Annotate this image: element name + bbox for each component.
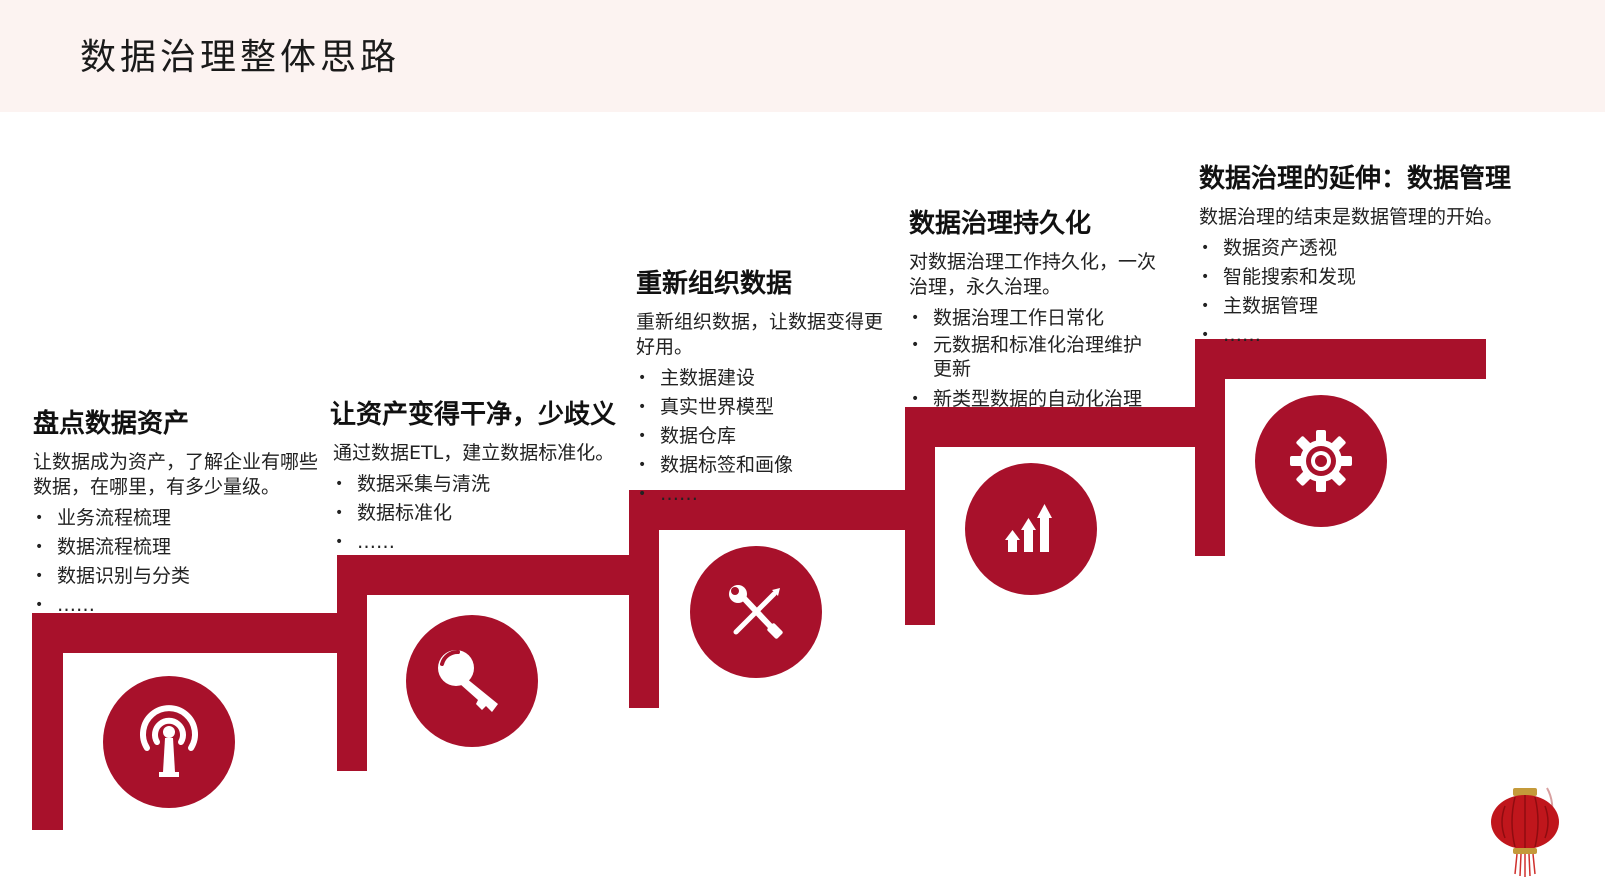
list-item: 数据流程梳理 (33, 533, 323, 562)
step-title: 重新组织数据 (636, 269, 793, 299)
step-2-icon-circle (406, 615, 538, 747)
signal-tower-icon (140, 705, 198, 777)
stair-riser-2 (337, 555, 367, 771)
list-item: 智能搜索和发现 (1199, 263, 1539, 292)
list-item: 主数据建设 (636, 364, 886, 393)
lantern-icon (1491, 787, 1559, 877)
list-item: 数据采集与清洗 (333, 470, 630, 499)
stair-riser-1 (32, 613, 63, 830)
list-item: 数据资产透视 (1199, 234, 1539, 263)
step-4-text: 数据治理持久化 对数据治理工作持久化，一次治理，永久治理。 数据治理工作日常化 … (909, 203, 1159, 414)
list-item: …… (1199, 321, 1539, 350)
step-2-text: 让资产变得干净，少歧义 通过数据ETL，建立数据标准化。 数据采集与清洗 数据标… (330, 394, 630, 557)
step-5-text: 数据治理的延伸：数据管理 数据治理的结束是数据管理的开始。 数据资产透视 智能搜… (1199, 158, 1539, 350)
step-description: 重新组织数据，让数据变得更好用。 (636, 311, 884, 358)
step-description: 数据治理的结束是数据管理的开始。 (1199, 206, 1504, 228)
step-4-icon-circle (965, 463, 1097, 595)
step-list: 数据资产透视 智能搜索和发现 主数据管理 …… (1199, 234, 1539, 350)
step-title: 盘点数据资产 (33, 409, 190, 439)
list-item: 真实世界模型 (636, 393, 886, 422)
step-description: 让数据成为资产，了解企业有哪些数据，在哪里，有多少量级。 (33, 451, 319, 498)
step-3-icon-circle (690, 546, 822, 678)
step-list: 数据治理工作日常化 元数据和标准化治理维护更新 新类型数据的自动化治理 (909, 304, 1159, 414)
list-item: 数据标准化 (333, 499, 630, 528)
key-icon (438, 650, 498, 712)
list-item: …… (333, 528, 630, 557)
stair-step-2 (337, 555, 659, 595)
step-list: 数据采集与清洗 数据标准化 …… (330, 470, 630, 557)
list-item: …… (636, 480, 886, 509)
list-item: 新类型数据的自动化治理 (909, 385, 1159, 414)
list-item: 数据治理工作日常化 (909, 304, 1159, 333)
step-description: 对数据治理工作持久化，一次治理，永久治理。 (909, 251, 1157, 298)
title-bar: 数据治理整体思路 (0, 0, 1605, 112)
page-title: 数据治理整体思路 (80, 37, 401, 78)
growth-arrows-icon (1005, 504, 1052, 552)
step-1-icon-circle (103, 676, 235, 808)
step-description: 通过数据ETL，建立数据标准化。 (333, 442, 615, 464)
stair-riser-5 (1195, 339, 1225, 556)
step-3-text: 重新组织数据 重新组织数据，让数据变得更好用。 主数据建设 真实世界模型 数据仓… (636, 263, 886, 509)
step-list: 主数据建设 真实世界模型 数据仓库 数据标签和画像 …… (636, 364, 886, 509)
step-title: 数据治理持久化 (909, 209, 1092, 239)
step-5-icon-circle (1255, 395, 1387, 527)
list-item: 主数据管理 (1199, 292, 1539, 321)
list-item: 数据仓库 (636, 422, 886, 451)
list-item: …… (33, 591, 323, 620)
step-title: 让资产变得干净，少歧义 (330, 400, 617, 430)
list-item: 数据识别与分类 (33, 562, 323, 591)
stair-riser-3 (629, 490, 659, 708)
step-title: 数据治理的延伸：数据管理 (1199, 164, 1512, 194)
list-item: 元数据和标准化治理维护更新 (909, 333, 1159, 381)
step-1-text: 盘点数据资产 让数据成为资产，了解企业有哪些数据，在哪里，有多少量级。 业务流程… (33, 403, 323, 620)
list-item: 数据标签和画像 (636, 451, 886, 480)
step-list: 业务流程梳理 数据流程梳理 数据识别与分类 …… (33, 504, 323, 620)
stair-riser-4 (905, 407, 935, 625)
tools-icon (729, 585, 783, 639)
list-item: 业务流程梳理 (33, 504, 323, 533)
gear-icon (1290, 430, 1352, 492)
